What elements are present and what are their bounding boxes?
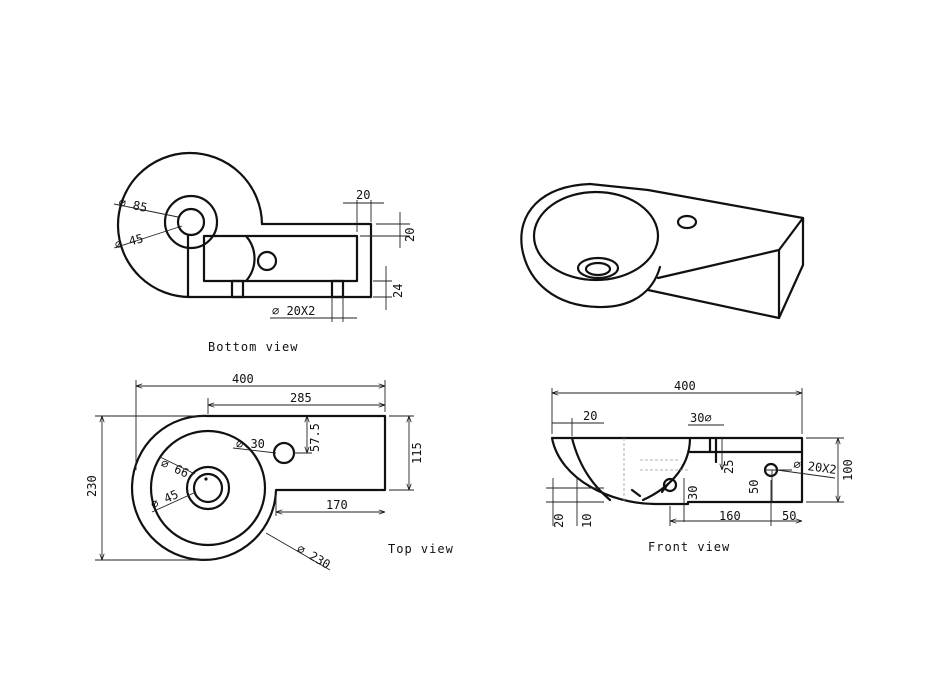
top-d230-label: ∅ 230 bbox=[295, 541, 333, 571]
front-h25-label: 25 bbox=[722, 460, 736, 474]
bottom-w20-label: 20 bbox=[356, 188, 370, 202]
front-h50-label: 50 bbox=[747, 480, 761, 494]
bottom-view-foot-left bbox=[230, 279, 245, 299]
front-drain-hole bbox=[662, 477, 678, 493]
top-w400-label: 400 bbox=[232, 372, 254, 386]
top-d66-label: ∅ 66 bbox=[159, 456, 191, 481]
top-d66-leader bbox=[159, 456, 196, 475]
front-view: 400 20 30∅ 25 50 ∅ 20X2 100 30 160 50 20… bbox=[546, 379, 855, 554]
bottom-view-inner-arc bbox=[244, 234, 256, 283]
iso-bowl-inner bbox=[532, 190, 660, 282]
iso-bowl-rim bbox=[520, 182, 662, 309]
bottom-view-outline bbox=[189, 222, 373, 299]
bottom-view-foot-right bbox=[330, 279, 345, 299]
top-d30-leader bbox=[232, 447, 277, 454]
bottom-view-bowl-arc bbox=[116, 151, 264, 299]
bottom-h20-label: 20 bbox=[403, 228, 417, 242]
front-view-outline bbox=[550, 436, 804, 506]
bottom-view-drain-inner bbox=[176, 207, 206, 237]
bottom-h24-label: 24 bbox=[391, 284, 405, 298]
front-w50-label: 50 bbox=[782, 509, 796, 523]
top-view-tap-hole bbox=[272, 441, 296, 465]
top-view-outline bbox=[130, 414, 387, 561]
top-w170-label: 170 bbox=[326, 498, 348, 512]
bottom-d85-leader bbox=[113, 203, 179, 218]
front-hidden-lines bbox=[623, 438, 690, 502]
top-view-center-mark bbox=[204, 477, 208, 481]
front-h30-label: 30 bbox=[686, 486, 700, 500]
bottom-feet-label: ∅ 20X2 bbox=[272, 304, 315, 318]
front-h10-label: 10 bbox=[580, 514, 594, 528]
front-w20-label: 20 bbox=[583, 409, 597, 423]
top-view-bowl-inner bbox=[149, 429, 267, 547]
front-d20x2-leader bbox=[776, 469, 836, 479]
top-view-drain-outer bbox=[185, 465, 231, 511]
iso-tap-hole bbox=[676, 214, 698, 230]
bottom-view-drain-outer bbox=[163, 194, 219, 250]
front-w400-label: 400 bbox=[674, 379, 696, 393]
bottom-d45-leader bbox=[113, 225, 183, 249]
front-bowl-left-wall bbox=[570, 436, 612, 502]
iso-deck-front bbox=[646, 216, 805, 320]
front-bowl-right-wall bbox=[641, 436, 692, 502]
top-d45-label: ∅ 45 bbox=[149, 487, 181, 512]
front-h100-label: 100 bbox=[841, 459, 855, 481]
bottom-d45-label: ∅ 45 bbox=[113, 231, 144, 252]
front-d30-label: 30∅ bbox=[690, 411, 712, 425]
bottom-view-inner-rect bbox=[202, 234, 359, 283]
top-view-caption: Top view bbox=[388, 542, 454, 556]
front-h20-label: 20 bbox=[552, 514, 566, 528]
iso-top-outline bbox=[588, 182, 805, 224]
top-h115-label: 115 bbox=[410, 442, 424, 464]
top-d230-leader bbox=[265, 532, 331, 571]
front-d20x2-label: ∅ 20X2 bbox=[793, 457, 838, 477]
top-w285-label: 285 bbox=[290, 391, 312, 405]
iso-deck-edge bbox=[656, 248, 781, 280]
top-d45-leader bbox=[151, 491, 197, 513]
bottom-view-tap-hole bbox=[256, 250, 278, 272]
iso-drain-outer bbox=[576, 256, 620, 280]
iso-drain-inner bbox=[584, 261, 612, 277]
front-view-caption: Front view bbox=[648, 540, 730, 554]
top-view-drain-inner bbox=[192, 472, 224, 504]
bottom-d85-label: ∅ 85 bbox=[117, 195, 148, 215]
top-h230-label: 230 bbox=[85, 475, 99, 497]
top-d30-label: ∅ 30 bbox=[236, 437, 265, 451]
isometric-view bbox=[520, 182, 805, 320]
front-w160-label: 160 bbox=[719, 509, 741, 523]
top-v57-label: 57.5 bbox=[308, 423, 322, 452]
top-view: 400 285 170 230 115 57.5 ∅ 30 ∅ 66 ∅ 45 … bbox=[85, 372, 454, 572]
front-drain-lines bbox=[630, 482, 670, 498]
bottom-view: ∅ 85 ∅ 45 20 20 24 ∅ 20X2 Bottom view bbox=[113, 151, 417, 354]
bottom-view-caption: Bottom view bbox=[208, 340, 298, 354]
